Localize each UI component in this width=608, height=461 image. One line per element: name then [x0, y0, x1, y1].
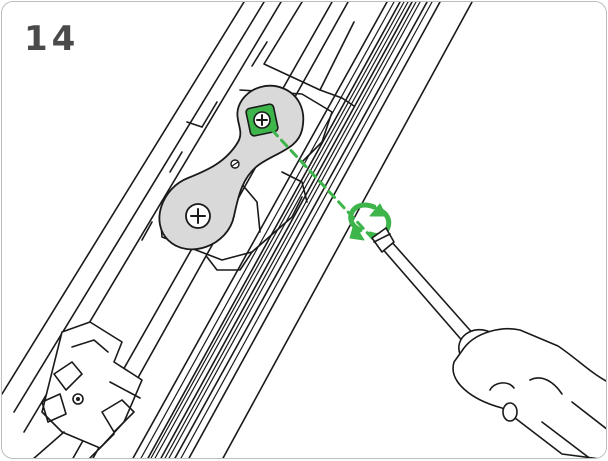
mounting-bracket: [31, 321, 143, 458]
screwdriver-icon: [371, 227, 606, 458]
lower-screw-icon: [185, 203, 211, 229]
alignment-line: [270, 128, 376, 242]
adjustment-plate: [158, 84, 305, 251]
rail-ledge: [141, 101, 218, 241]
step-number: 14: [24, 22, 84, 56]
rail-slot: [251, 2, 355, 107]
screw-icon: [245, 103, 279, 137]
